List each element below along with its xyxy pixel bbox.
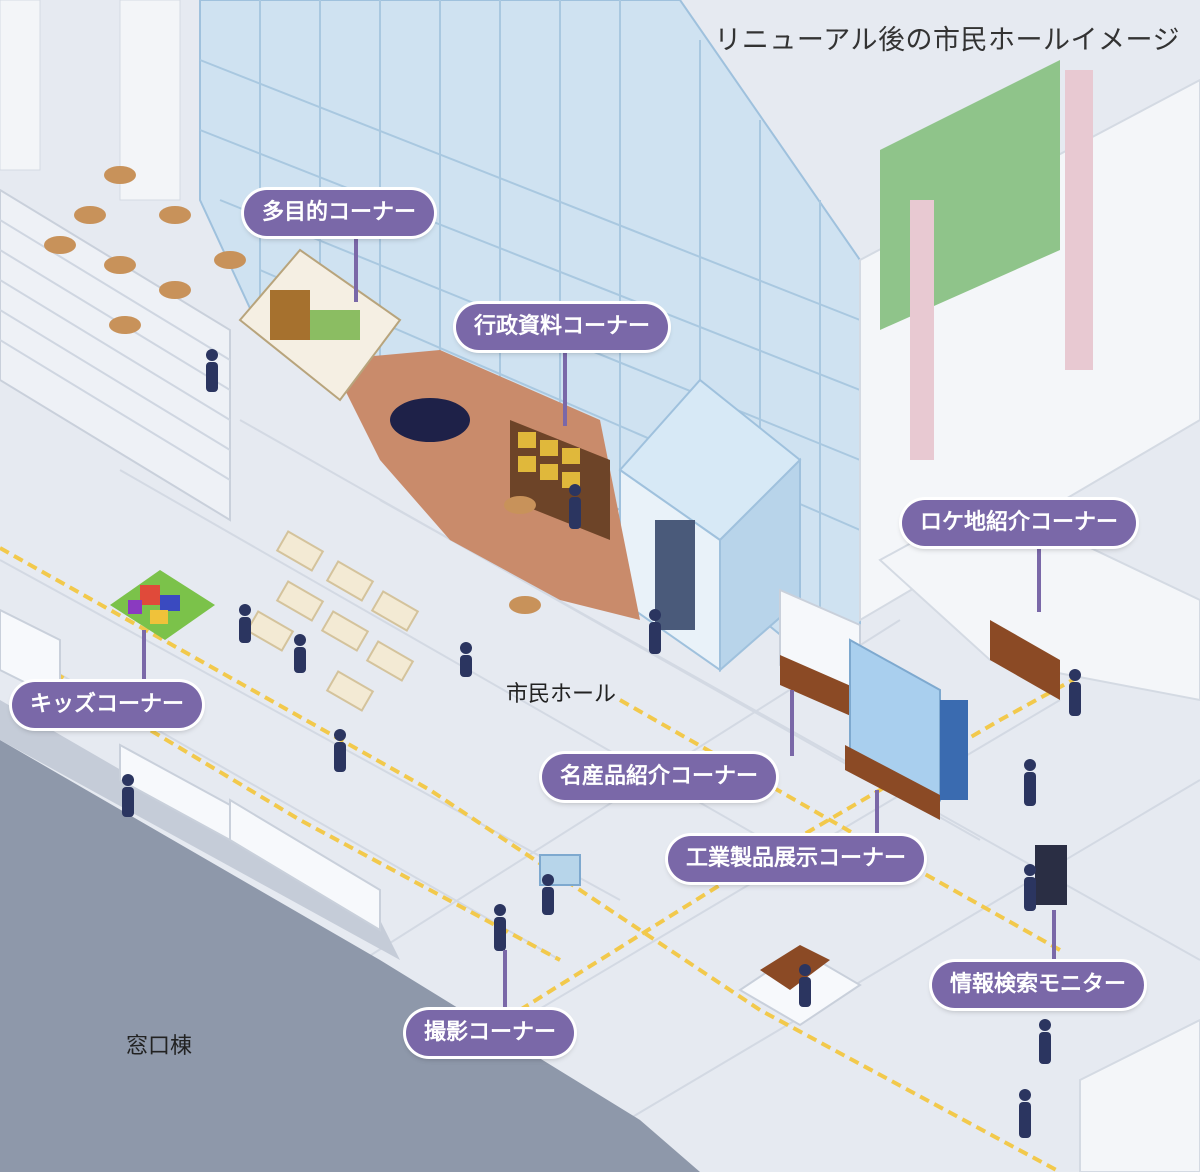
elevator-tower (618, 378, 802, 673)
multipurpose-booth (238, 248, 402, 402)
place-window-building: 窓口棟 (126, 1034, 193, 1059)
lower-right-building (1079, 1018, 1200, 1172)
info-monitor-screen (1035, 845, 1067, 905)
column (119, 0, 181, 201)
info-monitor-pointer (1052, 910, 1056, 964)
page-title: リニューアル後の市民ホールイメージ (714, 25, 1180, 56)
label-industrial-corner: 工業製品展示コーナー (668, 836, 925, 882)
document-shelf (510, 420, 610, 540)
benches (245, 530, 420, 712)
multipurpose-pointer (354, 232, 358, 302)
window-building (0, 740, 700, 1172)
industrial-pointer (875, 790, 879, 836)
label-photo-corner: 撮影コーナー (406, 1010, 575, 1056)
kids-play-mat (110, 570, 215, 640)
label-kids-corner: キッズコーナー (12, 682, 203, 728)
column (0, 0, 41, 171)
label-multipurpose-corner: 多目的コーナー (244, 190, 435, 236)
staircase (0, 188, 231, 522)
photo-pointer (503, 950, 507, 1010)
label-location-corner: ロケ地紹介コーナー (902, 500, 1137, 546)
people (122, 349, 1081, 1138)
window-building-top (0, 700, 400, 960)
admin-docs-pointer (563, 346, 567, 426)
label-specialty-corner: 名産品紹介コーナー (542, 754, 777, 800)
cafe-tables (44, 166, 541, 614)
right-building (859, 60, 1200, 622)
kids-pointer (142, 630, 146, 686)
label-admin-docs-corner: 行政資料コーナー (456, 304, 669, 350)
place-citizen-hall: 市民ホール (506, 682, 617, 707)
specialty-pointer (790, 690, 794, 756)
service-counters (0, 608, 381, 932)
label-info-monitor: 情報検索モニター (932, 962, 1145, 1008)
piano (390, 398, 470, 442)
location-pointer (1037, 542, 1041, 612)
